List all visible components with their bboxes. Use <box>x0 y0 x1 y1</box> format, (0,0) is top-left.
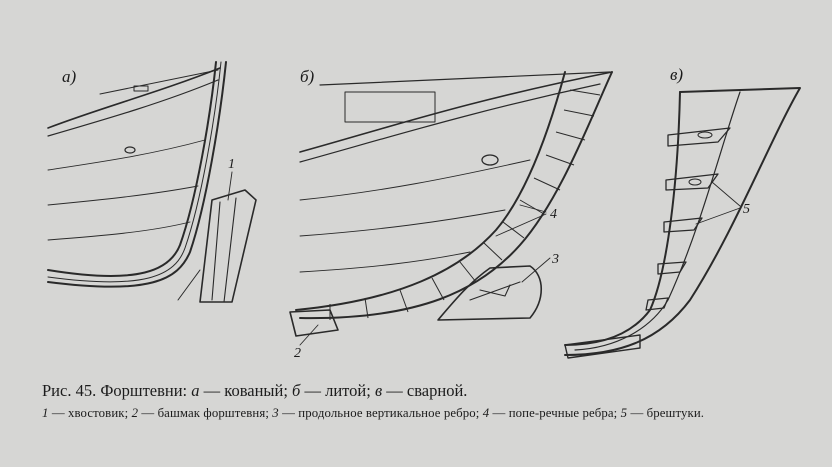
bulwark-block <box>344 91 436 123</box>
cast-stem-outer <box>299 71 613 320</box>
panel-b-cast-stem: б) 2 3 4 <box>289 67 613 361</box>
legend-num-3: 3 <box>272 406 279 420</box>
hawse-slot <box>133 85 149 92</box>
callout-3-leader <box>521 257 551 283</box>
cast-stem-inner <box>295 71 566 311</box>
stem-shoe <box>289 309 339 337</box>
top-rail <box>99 69 219 95</box>
legend-text-2: — башмак форштевня; <box>141 406 269 420</box>
panel-c-welded-stem: в) 5 <box>564 65 801 359</box>
caption-prefix: Рис. 45. Форштевни: <box>42 381 188 400</box>
caption-title: Рис. 45. Форштевни: а — кованый; б — лит… <box>42 380 812 402</box>
legend-text-5: — брештуки. <box>630 406 705 420</box>
hawse-pipe-b <box>481 154 499 166</box>
hawse-pipe <box>124 146 136 154</box>
legend-num-1: 1 <box>42 406 49 420</box>
callout-2-leader <box>299 324 319 346</box>
figure-caption: Рис. 45. Форштевни: а — кованый; б — лит… <box>42 380 812 422</box>
deck-edge-b <box>299 71 613 153</box>
caption-text-a: — кованый; <box>203 381 288 400</box>
caption-key-c: в <box>374 381 383 400</box>
tail-piece <box>199 189 257 303</box>
vertical-rib-section <box>437 265 542 321</box>
caption-key-a: а <box>191 381 200 400</box>
caption-text-c: — сварной. <box>386 381 468 400</box>
legend-text-4: — попе-речные ребра; <box>492 406 618 420</box>
deck-edge <box>47 67 221 129</box>
legend-num-2: 2 <box>131 406 139 420</box>
legend-num-4: 4 <box>482 406 490 420</box>
caption-text-b: — литой; <box>304 381 371 400</box>
legend-num-5: 5 <box>620 406 628 420</box>
bulwark-line <box>47 79 219 137</box>
callout-4-leader-b <box>495 213 547 237</box>
breasthooks <box>645 127 731 311</box>
stem-figure: а) 1 б) <box>47 61 801 361</box>
callout-3: 3 <box>551 252 559 267</box>
caption-key-b: б <box>292 381 301 400</box>
legend-text-3: — продольное вертикальное ребро; <box>282 406 480 420</box>
callout-1: 1 <box>228 157 235 172</box>
callout-1-leader <box>227 171 233 201</box>
callout-4-leader-a <box>519 204 547 213</box>
panel-a-forged-stem: а) 1 <box>47 61 257 303</box>
caption-legend: 1 — хвостовик; 2 — башмак форштевня; 3 —… <box>42 405 812 422</box>
callout-5: 5 <box>743 202 750 217</box>
callout-5-leader-a <box>711 181 741 207</box>
welded-shoe <box>564 334 641 359</box>
panel-c-label: в) <box>670 65 683 84</box>
stem-outer-line <box>47 61 217 277</box>
panel-b-label: б) <box>300 67 315 86</box>
welded-stem-outer <box>564 87 801 356</box>
panel-a-label: а) <box>62 67 77 86</box>
callout-5-leader-b <box>695 207 741 225</box>
callout-2: 2 <box>294 346 301 361</box>
stem-inner-line <box>47 61 227 288</box>
legend-text-1: — хвостовик; <box>51 406 129 420</box>
callout-4: 4 <box>550 207 557 222</box>
